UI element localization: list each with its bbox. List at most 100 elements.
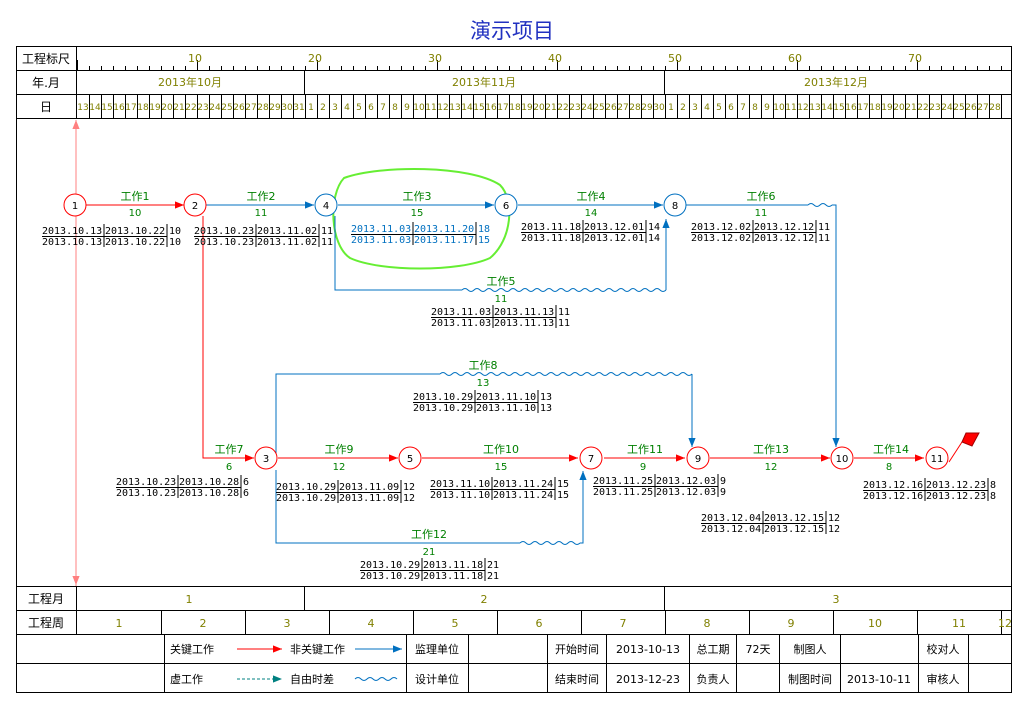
day-cell: 6 xyxy=(728,103,734,113)
week-cell: 10 xyxy=(868,617,882,630)
project-week-label: 工程周 xyxy=(28,615,64,630)
day-cell: 7 xyxy=(380,103,386,113)
supervisor-label: 监理单位 xyxy=(415,642,459,656)
date-float: 6 xyxy=(243,488,249,499)
date-start: 2013.12.04 xyxy=(701,513,761,524)
day-cell: 28 xyxy=(989,103,1001,113)
date-start: 2013.10.29 xyxy=(276,482,336,493)
node-1[interactable]: 1 xyxy=(63,193,87,217)
day-cell: 20 xyxy=(893,103,905,113)
ruler-tick-60: 60 xyxy=(788,52,802,65)
day-cell: 3 xyxy=(692,103,698,113)
day-cell: 25 xyxy=(953,103,964,113)
date-finish: 2013.10.22 xyxy=(105,226,165,237)
activity-duration: 10 xyxy=(129,208,142,219)
date-start: 2013.10.13 xyxy=(42,226,102,237)
week-cell: 6 xyxy=(536,617,543,630)
day-cell: 19 xyxy=(881,103,893,113)
node-7[interactable]: 7 xyxy=(579,446,603,470)
date-float: 14 xyxy=(648,233,660,244)
activity-name: 工作12 xyxy=(411,528,447,541)
date-start: 2013.11.18 xyxy=(521,233,581,244)
project-month-1: 1 xyxy=(186,593,193,606)
date-finish: 2013.11.13 xyxy=(494,307,554,318)
day-cell: 8 xyxy=(752,103,758,113)
day-cell: 19 xyxy=(521,103,533,113)
date-finish: 2013.12.15 xyxy=(764,524,824,535)
week-cell: 8 xyxy=(704,617,711,630)
activity-name: 工作5 xyxy=(487,275,516,288)
day-cell: 4 xyxy=(704,103,710,113)
activity-name: 工作8 xyxy=(469,359,498,372)
date-float: 12 xyxy=(828,524,840,535)
activity-name: 工作6 xyxy=(747,190,776,203)
day-cell: 2 xyxy=(680,103,686,113)
node-11[interactable]: 11 xyxy=(925,446,949,470)
day-cell: 5 xyxy=(356,103,362,113)
day-cell: 14 xyxy=(461,103,473,113)
node-6[interactable]: 6 xyxy=(494,193,518,217)
activity-name: 工作7 xyxy=(215,443,244,456)
node-10[interactable]: 10 xyxy=(830,446,854,470)
day-cell: 12 xyxy=(797,103,808,113)
month-label: 年.月 xyxy=(32,76,60,90)
node-4[interactable]: 4 xyxy=(314,193,338,217)
ruler-tick-40: 40 xyxy=(548,52,562,65)
arrows xyxy=(86,201,980,545)
day-cell: 31 xyxy=(293,103,304,113)
day-cell: 15 xyxy=(473,103,484,113)
day-cell: 28 xyxy=(257,103,269,113)
day-cell: 26 xyxy=(965,103,977,113)
activity-name: 工作2 xyxy=(247,190,276,203)
day-cell: 16 xyxy=(113,103,125,113)
start-time-value: 2013-10-13 xyxy=(616,643,680,656)
node-5[interactable]: 5 xyxy=(398,446,422,470)
activity-name: 工作14 xyxy=(873,443,909,456)
activity-duration: 21 xyxy=(423,547,436,558)
day-cell: 1 xyxy=(668,103,674,113)
day-cell: 2 xyxy=(320,103,326,113)
node-9[interactable]: 9 xyxy=(686,446,710,470)
day-cell: 21 xyxy=(173,103,184,113)
date-finish: 2013.12.12 xyxy=(754,222,814,233)
node-2[interactable]: 2 xyxy=(183,193,207,217)
date-float: 21 xyxy=(487,571,499,582)
date-finish: 2013.10.22 xyxy=(105,237,165,248)
day-cell: 18 xyxy=(137,103,149,113)
activity-duration: 12 xyxy=(765,462,778,473)
day-cell: 27 xyxy=(977,103,988,113)
node-8[interactable]: 8 xyxy=(663,193,687,217)
day-cell: 18 xyxy=(509,103,521,113)
day-cell: 11 xyxy=(425,103,436,113)
date-float: 15 xyxy=(557,490,569,501)
day-cell: 10 xyxy=(413,103,425,113)
day-cell: 24 xyxy=(209,103,221,113)
svg-text:8: 8 xyxy=(672,201,678,212)
node-3[interactable]: 3 xyxy=(254,446,278,470)
ruler-tick-30: 30 xyxy=(428,52,442,65)
day-cell: 24 xyxy=(941,103,953,113)
date-start: 2013.10.29 xyxy=(276,493,336,504)
legend-critical: 关键工作 xyxy=(170,642,214,656)
legend-free-float: 自由时差 xyxy=(290,672,334,686)
